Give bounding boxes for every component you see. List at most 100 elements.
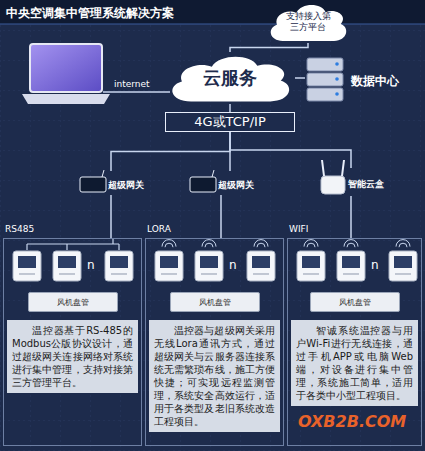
gateway-node: 超级网关 [78, 171, 144, 195]
link-label: internet [114, 79, 150, 89]
title-rule [0, 24, 425, 25]
thermostat-keys [111, 274, 127, 275]
cloudbox-node: 智能云盒 [318, 168, 384, 196]
node-text: 智能云盒 [348, 178, 384, 191]
thermostat [155, 251, 183, 281]
node-text: 4G或TCP/IP [194, 113, 266, 131]
thermostat-group [13, 238, 417, 281]
protocol-box: 4G或TCP/IP [165, 112, 295, 132]
node-text: 温控器基于RS-485的Modbus公版协议设计，通过超级网关连接网络对系统进行… [12, 324, 133, 389]
thermostat [389, 251, 417, 281]
laptop-icon [30, 44, 102, 92]
thermostat-keys [59, 274, 75, 275]
server-icon [335, 92, 339, 96]
thermostat-screen [342, 256, 360, 268]
panel: RS485 风机盘管温控器基于RS-485的Modbus公版协议设计，通过超级网关… [3, 224, 142, 446]
thermostat [53, 251, 81, 281]
thermostat-screen [110, 256, 128, 268]
server-icon [307, 58, 343, 101]
internet-wire [103, 91, 170, 93]
wireless-symbol [254, 240, 268, 247]
node-text: 超级网关 [218, 179, 254, 192]
panel: LORA 风机盘管温控器与超级网关采用无线Lora通讯方式，通过超级网关与云服务器… [145, 224, 284, 446]
cloud-shape [271, 5, 346, 41]
gateway-icon [80, 170, 106, 192]
count-label: n [371, 258, 379, 272]
gateway-icon [102, 170, 104, 177]
wireless-symbol [202, 240, 216, 247]
thermostat-screen [200, 256, 218, 268]
gateway-icon [212, 170, 214, 177]
wireless-symbol [347, 243, 355, 247]
wireless-symbol [307, 243, 315, 247]
wireless-symbol [165, 243, 173, 247]
connector [350, 196, 352, 238]
node-text: RS485 [5, 224, 34, 234]
thermostat-screen [394, 256, 412, 268]
server-icon [307, 58, 343, 71]
count-label: n [229, 258, 237, 272]
node-text: 数据中心 [351, 73, 399, 90]
thermostat-screen [302, 256, 320, 268]
wireless-symbol [399, 243, 407, 247]
thermostat [13, 251, 41, 281]
description-box: 智诚系统温控器与用户Wi-Fi进行无线连接，通过手机APP或电脑Web端，对设备… [291, 320, 418, 406]
node-text: 智诚系统温控器与用户Wi-Fi进行无线连接，通过手机APP或电脑Web端，对设备… [296, 324, 413, 402]
node-text: LORA [147, 224, 171, 234]
connector [295, 77, 305, 79]
router-icon [321, 160, 345, 194]
thermostat-keys [161, 274, 177, 275]
gateway-icon [190, 170, 216, 192]
router-icon [322, 160, 324, 176]
thermostat-keys [19, 274, 35, 275]
title-band [0, 0, 425, 24]
thermostat-keys [343, 274, 359, 275]
node-text: 云服务 [203, 67, 257, 90]
count-label: n [87, 258, 95, 272]
gateway-node: 超级网关 [188, 171, 254, 195]
connector [230, 132, 351, 168]
thermostat [195, 251, 223, 281]
node-text: 温控器与超级网关采用无线Lora通讯方式，通过超级网关与云服务器连接系统无需繁琐… [154, 324, 275, 428]
thermostat-screen [18, 256, 36, 268]
node-text: WIFI [289, 224, 308, 234]
cloud-shape [172, 57, 289, 102]
server-icon [307, 88, 343, 101]
node-text: 超级网关 [108, 179, 144, 192]
connector [110, 195, 112, 238]
cloud-node: 支持接入第三方平台 [266, 1, 350, 43]
gateway-icon [80, 177, 106, 192]
laptop-icon [22, 94, 110, 104]
fan-coil-unit: 风机盘管 [170, 292, 260, 312]
thermostat [247, 251, 275, 281]
connector [220, 195, 222, 238]
node-text: 风机盘管 [57, 297, 89, 308]
server-icon [335, 77, 339, 81]
bus-wire [66, 244, 67, 250]
connector [230, 43, 308, 52]
thermostat-screen [252, 256, 270, 268]
thermostat-keys [303, 274, 319, 275]
server-icon [335, 62, 339, 66]
cloud-node: 云服务 [165, 52, 295, 104]
wireless-symbol [205, 243, 213, 247]
router-icon [342, 160, 344, 176]
thermostat [337, 251, 365, 281]
laptop-icon [22, 44, 110, 104]
bus-wire [118, 244, 119, 250]
description-box: 温控器基于RS-485的Modbus公版协议设计，通过超级网关连接网络对系统进行… [7, 320, 138, 393]
node-text: 支持接入第三方平台 [284, 11, 332, 34]
thermostat [297, 251, 325, 281]
description-box: 温控器与超级网关采用无线Lora通讯方式，通过超级网关与云服务器连接系统无需繁琐… [149, 320, 280, 432]
title: 中央空调集中管理系统解决方案 [6, 5, 174, 22]
router-icon [321, 176, 345, 194]
gateway-icon [190, 177, 216, 192]
fan-coil-unit: 风机盘管 [28, 292, 118, 312]
server-node: 数据中心 [305, 55, 399, 103]
wireless-symbol [162, 240, 176, 247]
fan-coil-unit: 风机盘管 [310, 292, 400, 312]
wireless-symbol [396, 240, 410, 247]
node-text: 风机盘管 [199, 297, 231, 308]
